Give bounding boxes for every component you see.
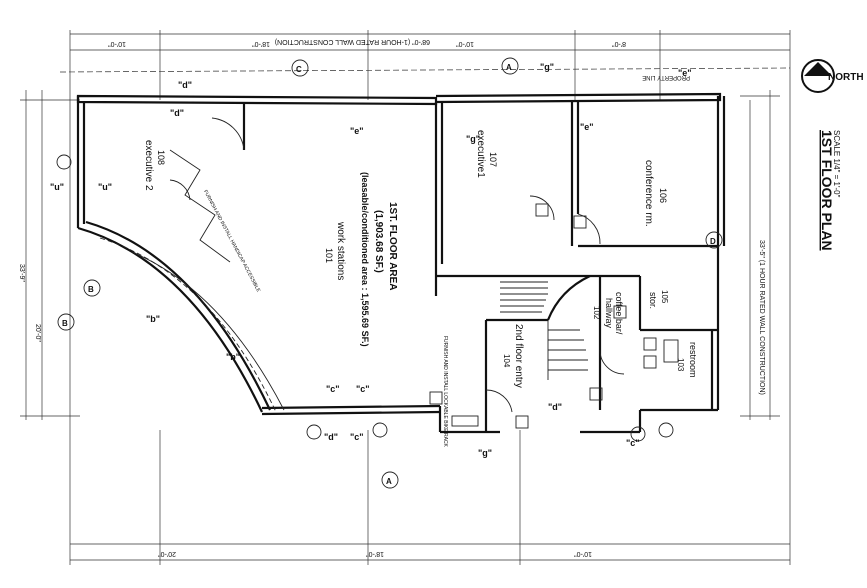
top-dimension-note: 68'-0" (1-HOUR RATED WALL CONSTRUCTION) bbox=[275, 38, 430, 45]
dimension-lines bbox=[20, 30, 791, 565]
floor-area-title: 1ST. FLOOR AREA bbox=[387, 202, 398, 291]
key-g-2: "g" bbox=[540, 62, 554, 72]
key-c-2: "c" bbox=[356, 384, 370, 394]
key-c-1: "c" bbox=[326, 384, 340, 394]
room-number: 107 bbox=[488, 152, 498, 167]
room-number: 105 bbox=[660, 290, 669, 304]
section-b-letter-1: B bbox=[88, 285, 94, 294]
section-d-letter: D bbox=[710, 237, 716, 246]
section-b-letter-2: B bbox=[62, 319, 68, 328]
dim-bottom-1: 20'-0" bbox=[158, 550, 176, 557]
dim-top-3: 10'-0" bbox=[456, 40, 474, 47]
room-storage: 105 stor. bbox=[648, 290, 669, 309]
dim-left-1: 33'-9" bbox=[18, 264, 25, 282]
key-c-4: "c" bbox=[626, 438, 640, 448]
key-b-1: "b" bbox=[146, 314, 160, 324]
entry-note: FURNISH AND INSTALL LOCKABLE BIKE RACK bbox=[442, 336, 448, 448]
key-d-1: "d" bbox=[178, 80, 192, 90]
interior-walls bbox=[242, 100, 718, 432]
floor-area-leasable: (leasable/conditioned area : 1,595.69 SF… bbox=[360, 172, 370, 347]
section-a-letter-bottom: A bbox=[386, 477, 392, 486]
room-number: 106 bbox=[658, 188, 668, 203]
room-name: executive1 bbox=[475, 130, 486, 178]
key-u-2: "u" bbox=[98, 182, 112, 192]
section-a-letter-top: A bbox=[506, 63, 512, 72]
fixtures bbox=[429, 203, 679, 429]
key-g-3: "g" bbox=[478, 448, 492, 458]
room-2nd-floor-entry: 2nd floor entry 104 bbox=[502, 324, 524, 388]
dim-left-2: 20'-0" bbox=[34, 324, 41, 342]
north-label: NORTH bbox=[828, 72, 864, 83]
key-b-2: "b" bbox=[226, 352, 240, 362]
room-name: work stations bbox=[335, 221, 346, 280]
right-dimension-note: 33'-5" (1 HOUR RATED WALL CONSTRUCTION) bbox=[758, 240, 765, 395]
room-conference: 106 conference rm. bbox=[643, 160, 668, 227]
left-note: FURNISH AND INSTALL HANDICAP ACCESSIBLE bbox=[202, 189, 261, 294]
room-coffee-bar: coffee bar/ hallway 102 bbox=[592, 292, 624, 335]
room-name: restroom bbox=[688, 342, 698, 378]
floor-area-total: (1,903.68 SF.) bbox=[373, 210, 384, 273]
plan-scale: SCALE 1/4" = 1'-0" bbox=[832, 130, 841, 198]
dim-bottom-2: 18'-0" bbox=[366, 550, 384, 557]
room-number: 103 bbox=[676, 358, 685, 372]
north-arrow-icon bbox=[801, 59, 835, 93]
room-number: 108 bbox=[156, 150, 166, 165]
room-work-stations: work stations 101 bbox=[324, 221, 346, 280]
room-number: 102 bbox=[592, 306, 601, 320]
section-markers bbox=[56, 57, 723, 489]
room-name-2: hallway bbox=[604, 298, 614, 329]
dim-bottom-3: 10'-0" bbox=[574, 550, 592, 557]
room-number: 101 bbox=[324, 248, 334, 263]
room-name: 2nd floor entry bbox=[513, 324, 524, 388]
plan-title: 1ST FLOOR PLAN bbox=[819, 130, 835, 251]
key-d-2: "d" bbox=[170, 108, 184, 118]
key-e-1: "e" bbox=[350, 126, 364, 136]
dim-top-1: 10'-0" bbox=[108, 40, 126, 47]
key-c-3: "c" bbox=[350, 432, 364, 442]
key-d-3: "d" bbox=[324, 432, 338, 442]
plan-title-block: 1ST FLOOR PLAN SCALE 1/4" = 1'-0" bbox=[819, 130, 841, 251]
room-executive-1: executive1 107 bbox=[475, 130, 498, 178]
door-swings bbox=[169, 117, 625, 413]
stair bbox=[500, 281, 588, 380]
key-e-3: "e" bbox=[678, 68, 692, 78]
floor-area-block: 1ST. FLOOR AREA (1,903.68 SF.) (leasable… bbox=[360, 172, 398, 347]
key-g-1: "g" bbox=[466, 134, 480, 144]
room-name: conference rm. bbox=[643, 160, 654, 227]
dim-top-4: 8'-0" bbox=[612, 40, 626, 47]
room-name: stor. bbox=[648, 292, 658, 309]
room-executive-2: 108 executive 2 bbox=[143, 140, 166, 191]
room-name: coffee bar/ bbox=[614, 292, 624, 335]
property-line-label: PROPERTY LINE bbox=[642, 74, 690, 80]
key-u-1: "u" bbox=[50, 182, 64, 192]
exterior-walls bbox=[76, 92, 726, 434]
room-name: executive 2 bbox=[143, 140, 154, 191]
key-e-2: "e" bbox=[580, 122, 594, 132]
room-number: 104 bbox=[502, 354, 511, 368]
room-restroom: restroom 103 bbox=[676, 342, 698, 378]
section-c-letter: C bbox=[296, 65, 302, 74]
key-f-1: "d" bbox=[548, 402, 562, 412]
curved-wall bbox=[77, 149, 285, 413]
dim-top-2: 18'-0" bbox=[252, 40, 270, 47]
